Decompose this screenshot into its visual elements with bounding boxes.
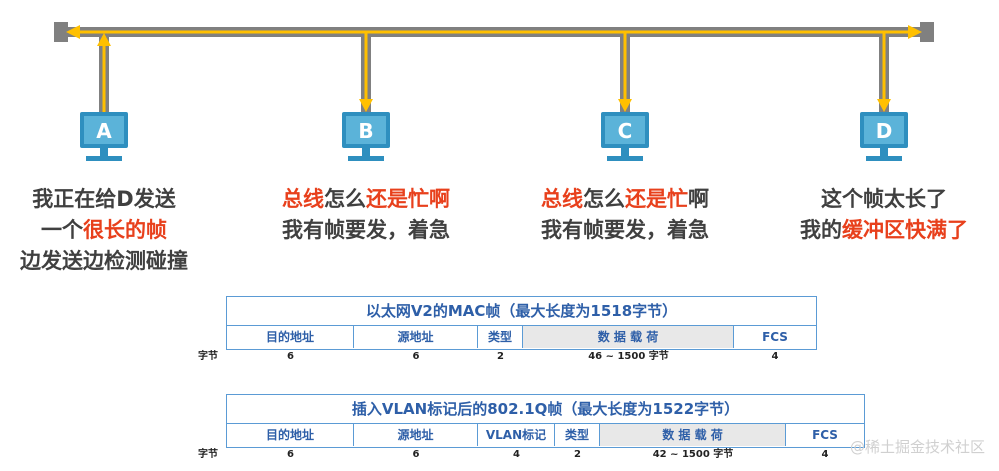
host-a-computer-icon: A: [80, 112, 128, 161]
host-d-caption: 这个帧太长了我的缓冲区快满了: [754, 184, 999, 246]
host-letter: B: [358, 119, 373, 143]
caption-text: 啊: [688, 187, 709, 211]
caption-text: 一个: [41, 218, 83, 242]
caption-text: 我正在给D发送: [32, 187, 176, 211]
caption-line: 我的缓冲区快满了: [754, 215, 999, 246]
host-b-caption: 总线怎么还是忙啊我有帧要发，着急: [236, 184, 496, 246]
caption-line: 我有帧要发，着急: [495, 215, 755, 246]
vlan-frame-field-size: 4: [821, 449, 829, 460]
mac-frame-field: FCS: [762, 330, 788, 344]
vlan-frame-title: 插入VLAN标记后的802.1Q帧（最大长度为1522字节）: [227, 395, 864, 424]
caption-text: 我有帧要发，着急: [282, 218, 450, 242]
vlan-frame-field-size: 6: [412, 449, 420, 460]
caption-highlight: 总线: [541, 187, 583, 211]
vlan-frame-field-size: 2: [574, 449, 581, 460]
signal-arrow-c-down: [618, 99, 632, 112]
mac-frame-field-size: 4: [771, 351, 779, 362]
mac-frame-diagram: 以太网V2的MAC帧（最大长度为1518字节） 目的地址源地址类型数 据 载 荷…: [226, 296, 817, 350]
signal-arrow-right: [908, 25, 922, 39]
caption-highlight: 总线: [282, 187, 324, 211]
mac-frame-field: 类型: [478, 326, 523, 348]
caption-text: 边发送边检测碰撞: [20, 249, 188, 273]
host-b-computer-icon: B: [342, 112, 390, 161]
mac-frame-field-size: 2: [497, 351, 504, 362]
host-d-computer-icon: D: [860, 112, 908, 161]
signal-arrow-d-down: [877, 99, 891, 112]
host-letter: C: [618, 119, 633, 143]
caption-highlight: 还是忙: [366, 187, 429, 211]
signal-arrow-a-up: [97, 33, 111, 46]
mac-frame-field: 数 据 载 荷: [523, 326, 734, 348]
mac-frame-size-label: 字节: [198, 351, 218, 362]
host-a-caption: 我正在给D发送一个很长的帧边发送边检测碰撞: [0, 184, 234, 277]
caption-text: 我的: [800, 218, 842, 242]
vlan-frame-size-label: 字节: [198, 449, 218, 460]
caption-highlight: 还是忙: [625, 187, 688, 211]
bus-diagram: A B C D: [54, 22, 934, 161]
vlan-frame-field: 源地址: [354, 424, 478, 446]
mac-frame-field-size: 6: [287, 351, 294, 362]
bus-terminator-left: [54, 22, 68, 42]
host-c-computer-icon: C: [601, 112, 649, 161]
vlan-frame-field-size: 6: [287, 449, 294, 460]
caption-line: 我正在给D发送: [0, 184, 234, 215]
host-letter: D: [876, 119, 893, 143]
caption-line: 我有帧要发，着急: [236, 215, 496, 246]
vlan-frame-field: 数 据 载 荷: [600, 424, 786, 446]
caption-text: 怎么: [583, 187, 625, 211]
vlan-frame-field-size: 4: [513, 449, 520, 460]
vlan-frame-field: 类型: [555, 424, 600, 446]
host-letter: A: [96, 119, 112, 143]
signal-arrow-left: [66, 25, 80, 39]
bus-terminator-right: [920, 22, 934, 42]
mac-frame-field-size: 6: [412, 351, 420, 362]
caption-line: 一个很长的帧: [0, 215, 234, 246]
caption-highlight: 很长的帧: [83, 218, 167, 242]
mac-frame-title: 以太网V2的MAC帧（最大长度为1518字节）: [227, 297, 816, 326]
vlan-frame-field-size: 42 ~ 1500 字节: [652, 449, 734, 460]
mac-frame-field: 源地址: [354, 326, 478, 348]
caption-line: 总线怎么还是忙啊: [495, 184, 755, 215]
caption-text: 我有帧要发，着急: [541, 218, 709, 242]
vlan-frame-field: 目的地址: [227, 424, 354, 446]
mac-frame-field: 目的地址: [227, 326, 354, 348]
caption-text: 怎么: [324, 187, 366, 211]
vlan-frame-field: VLAN标记: [478, 424, 555, 446]
vlan-frame-field: FCS: [812, 428, 838, 442]
caption-highlight: 缓冲区快满了: [842, 218, 968, 242]
caption-line: 边发送边检测碰撞: [0, 246, 234, 277]
caption-line: 总线怎么还是忙啊: [236, 184, 496, 215]
caption-line: 这个帧太长了: [754, 184, 999, 215]
caption-highlight: 啊: [429, 187, 450, 211]
caption-text: 这个帧太长了: [821, 187, 947, 211]
signal-arrow-b-down: [359, 99, 373, 112]
host-c-caption: 总线怎么还是忙啊我有帧要发，着急: [495, 184, 755, 246]
watermark: @稀土掘金技术社区: [849, 438, 985, 456]
mac-frame-field-size: 46 ~ 1500 字节: [588, 351, 669, 362]
